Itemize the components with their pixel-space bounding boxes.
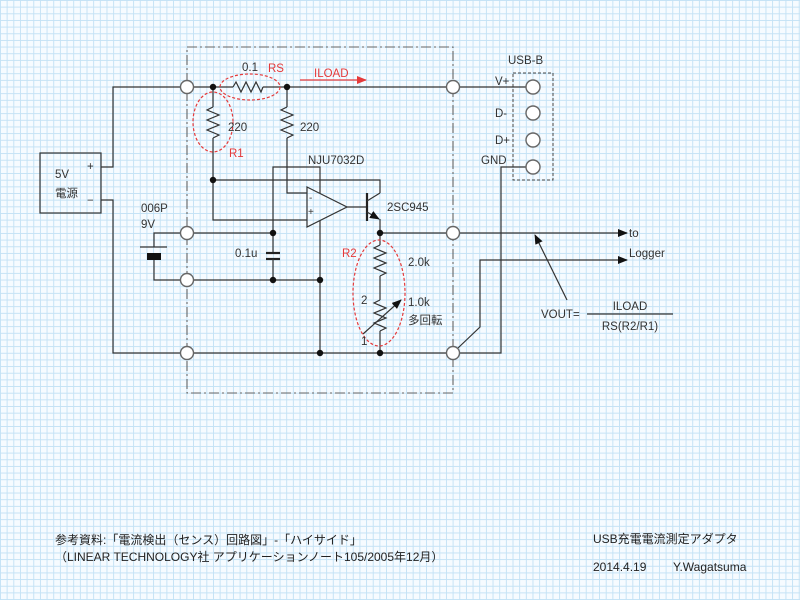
reference-line-2: （LINEAR TECHNOLOGY社 アプリケーションノート105/2005年… [55, 549, 443, 564]
terminal-gnd-out [445, 345, 461, 361]
r2-highlight [352, 239, 406, 347]
drawing-author: Y.Wagatsuma [673, 560, 747, 574]
wire-battery-negative [153, 260, 181, 281]
junction-node [316, 276, 324, 284]
wire-supply-positive [101, 86, 233, 168]
junction-node [209, 176, 217, 184]
opamp-noninv-input-label: + [308, 207, 314, 218]
rs-label: RS [268, 63, 284, 75]
pot-note: 多回転 [408, 313, 443, 327]
drawing-title: USB充電電流測定アダプタ [593, 531, 738, 546]
rinv-value: 220 [300, 122, 319, 134]
terminal-vin [179, 79, 195, 95]
usb-pin-vplus [525, 79, 541, 95]
resistor-rs [232, 80, 264, 94]
r1-value: 220 [228, 122, 247, 134]
rs-value: 0.1 [242, 62, 258, 74]
module-boundary [186, 46, 454, 394]
iload-label: ILOAD [314, 68, 349, 80]
terminal-gnd-in [179, 345, 195, 361]
capacitor-value: 0.1u [235, 248, 257, 260]
junction-node [376, 229, 384, 237]
output-logger-label: Logger [629, 248, 665, 260]
pot-pin2-label: 2 [361, 295, 367, 307]
rs-highlight [219, 73, 281, 101]
usb-connector-label: USB-B [508, 55, 543, 67]
usb-pin-label: D- [495, 108, 507, 120]
junction-node [283, 83, 291, 91]
output-to-label: to [629, 228, 639, 240]
terminal-signal-out [445, 225, 461, 241]
transistor-emitter [366, 211, 380, 220]
junction-node [376, 349, 384, 357]
opamp-symbol [306, 186, 349, 228]
pot-pin1-label: 1 [361, 336, 367, 348]
wire-r1-to-noninv-input [212, 138, 307, 221]
wire-battery-positive [153, 232, 181, 247]
potentiometer-arrow [362, 299, 402, 335]
usb-pin-label: V+ [495, 76, 510, 88]
battery-type: 006P [141, 203, 168, 215]
resistor-r1 [205, 106, 221, 139]
r1-label: R1 [229, 148, 244, 160]
power-supply-plus: + [87, 161, 94, 173]
wire-opamp-vcc [272, 166, 321, 233]
terminal-battery-positive [179, 225, 195, 241]
transistor-part-number: 2SC945 [387, 202, 429, 214]
battery-plate-negative [147, 253, 161, 260]
transistor-collector [366, 192, 381, 202]
wire-ground-rail [101, 199, 446, 354]
opamp-inv-input-label: - [309, 193, 312, 204]
usb-pin-label: D+ [495, 135, 510, 147]
junction-node [316, 349, 324, 357]
junction-node [269, 276, 277, 284]
terminal-vout-rail [445, 79, 461, 95]
formula-numerator: ILOAD [613, 301, 648, 313]
junction-node [209, 83, 217, 91]
opamp-part-number: NJU7032D [308, 155, 364, 167]
formula-lhs: VOUT= [541, 309, 580, 321]
resistor-rinv [279, 106, 295, 139]
drawing-date: 2014.4.19 [593, 560, 647, 574]
r2-label: R2 [342, 248, 357, 260]
power-supply-voltage: 5V [55, 169, 69, 181]
power-supply-box [39, 152, 102, 214]
potentiometer [372, 299, 388, 332]
usb-pin-gnd [525, 159, 541, 175]
wire-rinv-to-inv-input [286, 138, 307, 194]
battery-voltage: 9V [141, 219, 155, 231]
usb-connector-outline [512, 72, 554, 181]
reference-line-1: 参考資料:「電流検出（センス）回路図」-「ハイサイド」 [55, 532, 362, 547]
vout-pointer-arrow [534, 234, 568, 301]
terminal-battery-negative [179, 272, 195, 288]
r1-highlight [192, 91, 234, 153]
wire-emitter-to-output [379, 219, 446, 234]
usb-pin-dplus [525, 132, 541, 148]
junction-node [269, 229, 277, 237]
wire-collector [213, 179, 381, 193]
pot-value: 1.0k [408, 297, 430, 309]
usb-pin-dminus [525, 105, 541, 121]
resistor-r2-fixed [372, 244, 388, 277]
r2-fixed-value: 2.0k [408, 257, 430, 269]
wire-vout-ground [457, 256, 628, 349]
power-supply-minus: − [87, 195, 94, 207]
formula-denominator: RS(R2/R1) [602, 321, 658, 333]
power-supply-label: 電源 [55, 186, 78, 200]
usb-pin-label: GND [481, 155, 507, 167]
